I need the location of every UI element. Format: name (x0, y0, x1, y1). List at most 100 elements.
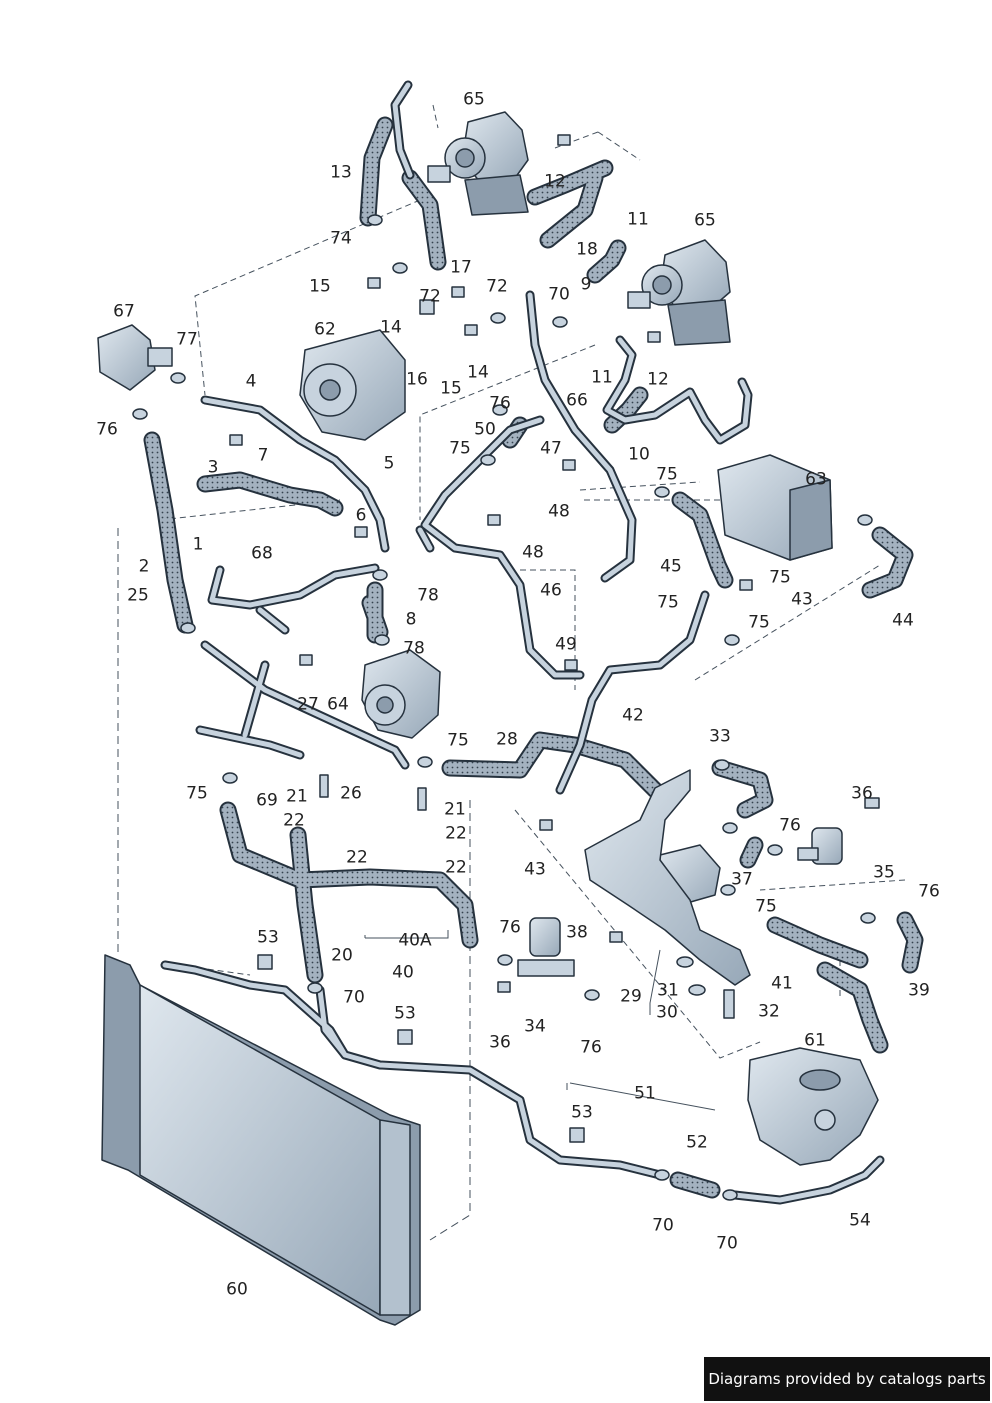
callout-50: 50 (474, 419, 496, 440)
callout-40a: 40A (398, 930, 432, 951)
callout-16: 16 (406, 369, 428, 390)
callout-28: 28 (496, 729, 518, 750)
callout-22: 22 (283, 810, 305, 831)
hoses (143, 116, 924, 1199)
callout-2: 2 (138, 556, 150, 577)
turbocharger-lower (627, 239, 731, 346)
changeover-valve (797, 827, 843, 865)
oil-cooler (717, 454, 833, 561)
callout-65: 65 (463, 89, 485, 110)
callout-75: 75 (748, 612, 770, 633)
callout-38: 38 (566, 922, 588, 943)
alternator (299, 329, 406, 441)
callout-36: 36 (851, 783, 873, 804)
callout-42: 42 (622, 705, 644, 726)
callout-75: 75 (755, 896, 777, 917)
leader-lines (117, 104, 906, 1241)
callout-5: 5 (383, 453, 395, 474)
callout-69: 69 (256, 790, 278, 811)
callout-1: 1 (192, 534, 204, 555)
callout-4: 4 (245, 371, 257, 392)
callout-41: 41 (771, 973, 793, 994)
callout-43: 43 (524, 859, 546, 880)
callout-25: 25 (127, 585, 149, 606)
callout-3: 3 (207, 457, 219, 478)
callout-78: 78 (417, 585, 439, 606)
callout-12: 12 (544, 171, 566, 192)
callout-48: 48 (548, 501, 570, 522)
callout-70: 70 (716, 1233, 738, 1254)
callout-76: 76 (580, 1037, 602, 1058)
callout-10: 10 (628, 444, 650, 465)
credit-banner: Diagrams provided by catalogs parts (704, 1357, 990, 1401)
callout-66: 66 (566, 390, 588, 411)
pipes (160, 80, 885, 1205)
callout-75: 75 (447, 730, 469, 751)
callout-75: 75 (657, 592, 679, 613)
callout-75: 75 (186, 783, 208, 804)
callout-70: 70 (652, 1215, 674, 1236)
callout-12: 12 (647, 369, 669, 390)
callout-52: 52 (686, 1132, 708, 1153)
callout-70: 70 (343, 987, 365, 1008)
callout-22: 22 (445, 857, 467, 878)
callout-31: 31 (657, 980, 679, 1001)
callout-14: 14 (380, 317, 402, 338)
callout-34: 34 (524, 1016, 546, 1037)
callout-39: 39 (908, 980, 930, 1001)
callout-53: 53 (571, 1102, 593, 1123)
callout-22: 22 (445, 823, 467, 844)
callout-70: 70 (548, 284, 570, 305)
callout-6: 6 (355, 505, 367, 526)
callout-17: 17 (450, 257, 472, 278)
callout-53: 53 (394, 1003, 416, 1024)
callout-76: 76 (489, 393, 511, 414)
callout-7: 7 (257, 445, 269, 466)
callout-14: 14 (467, 362, 489, 383)
callout-46: 46 (540, 580, 562, 601)
callout-76: 76 (499, 917, 521, 938)
callout-77: 77 (176, 329, 198, 350)
callout-32: 32 (758, 1001, 780, 1022)
callout-75: 75 (656, 464, 678, 485)
callout-76: 76 (779, 815, 801, 836)
callout-72: 72 (486, 276, 508, 297)
callout-74: 74 (330, 228, 352, 249)
mounting-bracket (584, 769, 751, 986)
expansion-tank (747, 1047, 879, 1166)
callout-75: 75 (769, 567, 791, 588)
callout-21: 21 (444, 799, 466, 820)
thermostat-housing (361, 649, 441, 739)
callout-21: 21 (286, 786, 308, 807)
callout-63: 63 (805, 469, 827, 490)
callout-67: 67 (113, 301, 135, 322)
callout-51: 51 (634, 1083, 656, 1104)
turbocharger-upper (427, 111, 529, 216)
callout-43: 43 (791, 589, 813, 610)
callout-37: 37 (731, 869, 753, 890)
callout-30: 30 (656, 1002, 678, 1023)
callout-26: 26 (340, 783, 362, 804)
callout-48: 48 (522, 542, 544, 563)
callout-15: 15 (309, 276, 331, 297)
callout-75: 75 (449, 438, 471, 459)
callout-33: 33 (709, 726, 731, 747)
callout-76: 76 (918, 881, 940, 902)
components (97, 111, 880, 1326)
clamps (132, 134, 880, 1201)
callout-40: 40 (392, 962, 414, 983)
callout-62: 62 (314, 319, 336, 340)
callout-13: 13 (330, 162, 352, 183)
callout-60: 60 (226, 1279, 248, 1300)
callout-64: 64 (327, 694, 349, 715)
callout-68: 68 (251, 543, 273, 564)
callout-49: 49 (555, 634, 577, 655)
callout-47: 47 (540, 438, 562, 459)
callout-61: 61 (804, 1030, 826, 1051)
auxiliary-pump (97, 324, 173, 391)
callout-53: 53 (257, 927, 279, 948)
callout-36: 36 (489, 1032, 511, 1053)
callout-65: 65 (694, 210, 716, 231)
callout-11: 11 (591, 367, 613, 388)
